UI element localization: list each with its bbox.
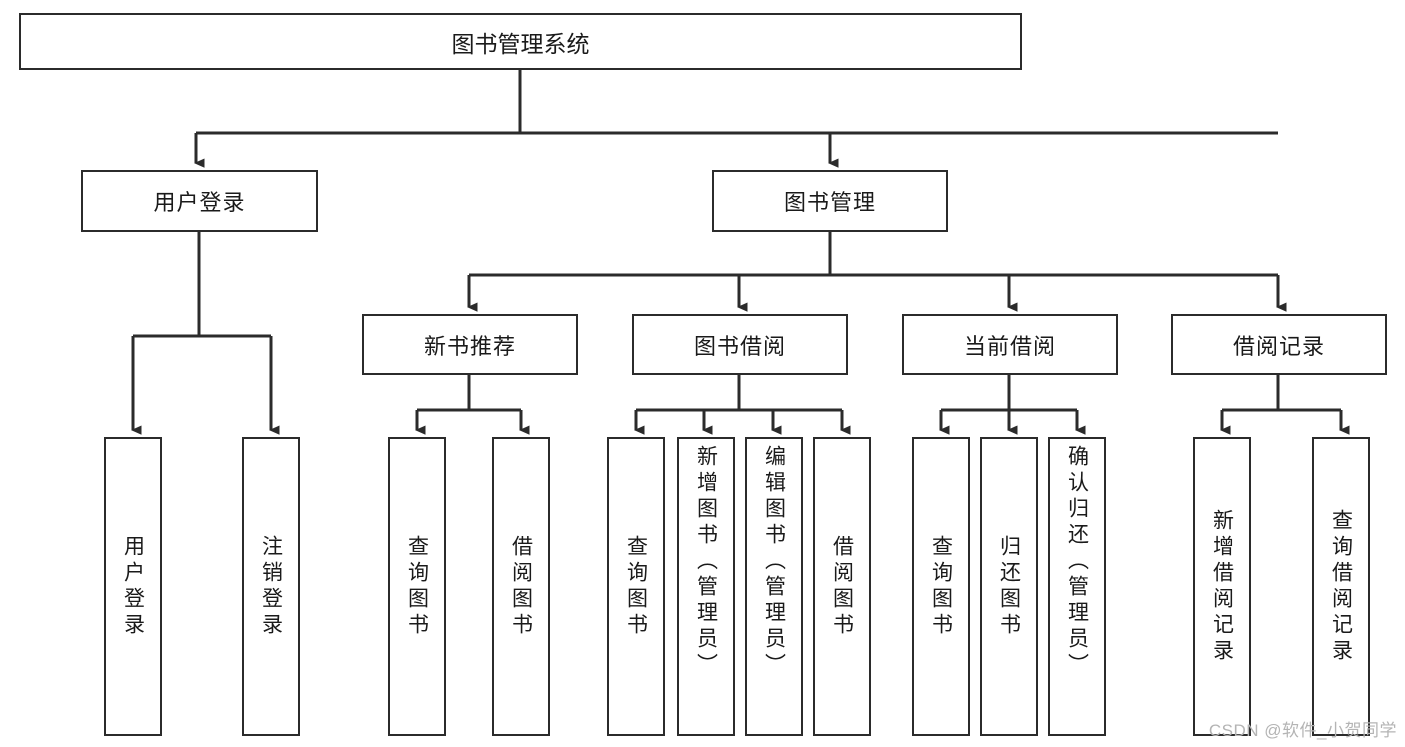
leaf-new-book-query[interactable]: 查询图书 xyxy=(388,437,446,736)
leaf-current-borrow-return-label: 归还图书 xyxy=(997,534,1021,639)
node-book-borrow-label: 图书借阅 xyxy=(693,333,786,359)
leaf-current-borrow-return[interactable]: 归还图书 xyxy=(980,437,1038,736)
node-current-borrow-label: 当前借阅 xyxy=(963,333,1056,359)
leaf-current-borrow-query-label: 查询图书 xyxy=(929,534,953,639)
leaf-new-book-query-label: 查询图书 xyxy=(405,534,429,639)
node-new-book-recommend-label: 新书推荐 xyxy=(423,333,516,359)
leaf-user-login-signout-label: 注销登录 xyxy=(259,534,283,639)
node-book-management[interactable]: 图书管理 xyxy=(712,170,948,232)
node-borrow-record[interactable]: 借阅记录 xyxy=(1171,314,1387,375)
node-book-management-label: 图书管理 xyxy=(783,190,876,215)
leaf-book-borrow-add-label: 新增图书（管理员） xyxy=(694,445,718,679)
leaf-current-borrow-confirm-return[interactable]: 确认归还（管理员） xyxy=(1048,437,1106,736)
leaf-borrow-record-add-label: 新增借阅记录 xyxy=(1210,508,1234,665)
leaf-book-borrow-add[interactable]: 新增图书（管理员） xyxy=(677,437,735,736)
leaf-borrow-record-query[interactable]: 查询借阅记录 xyxy=(1312,437,1370,736)
node-borrow-record-label: 借阅记录 xyxy=(1232,333,1325,359)
node-root-system[interactable]: 图书管理系统 xyxy=(19,13,1022,70)
leaf-current-borrow-query[interactable]: 查询图书 xyxy=(912,437,970,736)
leaf-user-login-signin[interactable]: 用户登录 xyxy=(104,437,162,736)
watermark: CSDN @软件_小贺同学 xyxy=(1208,721,1397,740)
leaf-book-borrow-borrow-label: 借阅图书 xyxy=(830,534,854,639)
leaf-user-login-signin-label: 用户登录 xyxy=(121,534,145,639)
leaf-book-borrow-edit-label: 编辑图书（管理员） xyxy=(762,445,786,679)
leaf-book-borrow-query-label: 查询图书 xyxy=(624,534,648,639)
leaf-book-borrow-borrow[interactable]: 借阅图书 xyxy=(813,437,871,736)
node-user-login[interactable]: 用户登录 xyxy=(81,170,318,232)
leaf-current-borrow-confirm-return-label: 确认归还（管理员） xyxy=(1065,445,1089,679)
node-current-borrow[interactable]: 当前借阅 xyxy=(902,314,1118,375)
leaf-user-login-signout[interactable]: 注销登录 xyxy=(242,437,300,736)
leaf-borrow-record-add[interactable]: 新增借阅记录 xyxy=(1193,437,1251,736)
leaf-book-borrow-edit[interactable]: 编辑图书（管理员） xyxy=(745,437,803,736)
leaf-book-borrow-query[interactable]: 查询图书 xyxy=(607,437,665,736)
node-book-borrow[interactable]: 图书借阅 xyxy=(632,314,848,375)
node-new-book-recommend[interactable]: 新书推荐 xyxy=(362,314,578,375)
leaf-borrow-record-query-label: 查询借阅记录 xyxy=(1329,508,1353,665)
node-root-system-label: 图书管理系统 xyxy=(451,30,590,57)
leaf-new-book-borrow[interactable]: 借阅图书 xyxy=(492,437,550,736)
node-user-login-label: 用户登录 xyxy=(153,190,246,215)
leaf-new-book-borrow-label: 借阅图书 xyxy=(509,534,533,639)
